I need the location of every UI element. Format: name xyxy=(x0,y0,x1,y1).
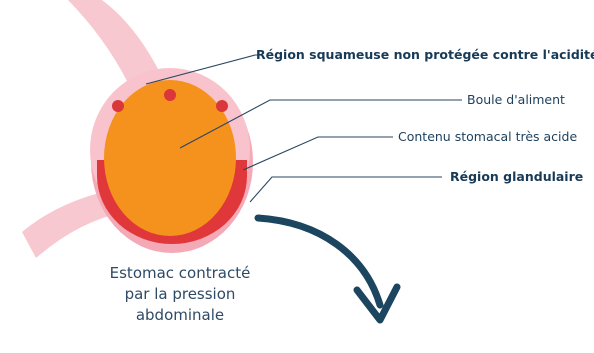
caption-line-2: par la pression abdominale xyxy=(80,284,280,326)
caption-line-1: Estomac contracté xyxy=(80,263,280,284)
label-squamous-region: Région squameuse non protégée contre l'a… xyxy=(256,47,594,62)
dot-1 xyxy=(112,100,124,112)
dot-3 xyxy=(216,100,228,112)
label-acid-content: Contenu stomacal très acide xyxy=(398,129,577,144)
dot-2 xyxy=(164,89,176,101)
diagram-caption: Estomac contracté par la pression abdomi… xyxy=(80,263,280,326)
label-glandular-region: Région glandulaire xyxy=(450,169,583,184)
leader-acid xyxy=(243,137,393,170)
food-ball xyxy=(104,80,236,236)
leader-glandular xyxy=(250,177,442,202)
label-food-ball: Boule d'aliment xyxy=(467,92,565,107)
